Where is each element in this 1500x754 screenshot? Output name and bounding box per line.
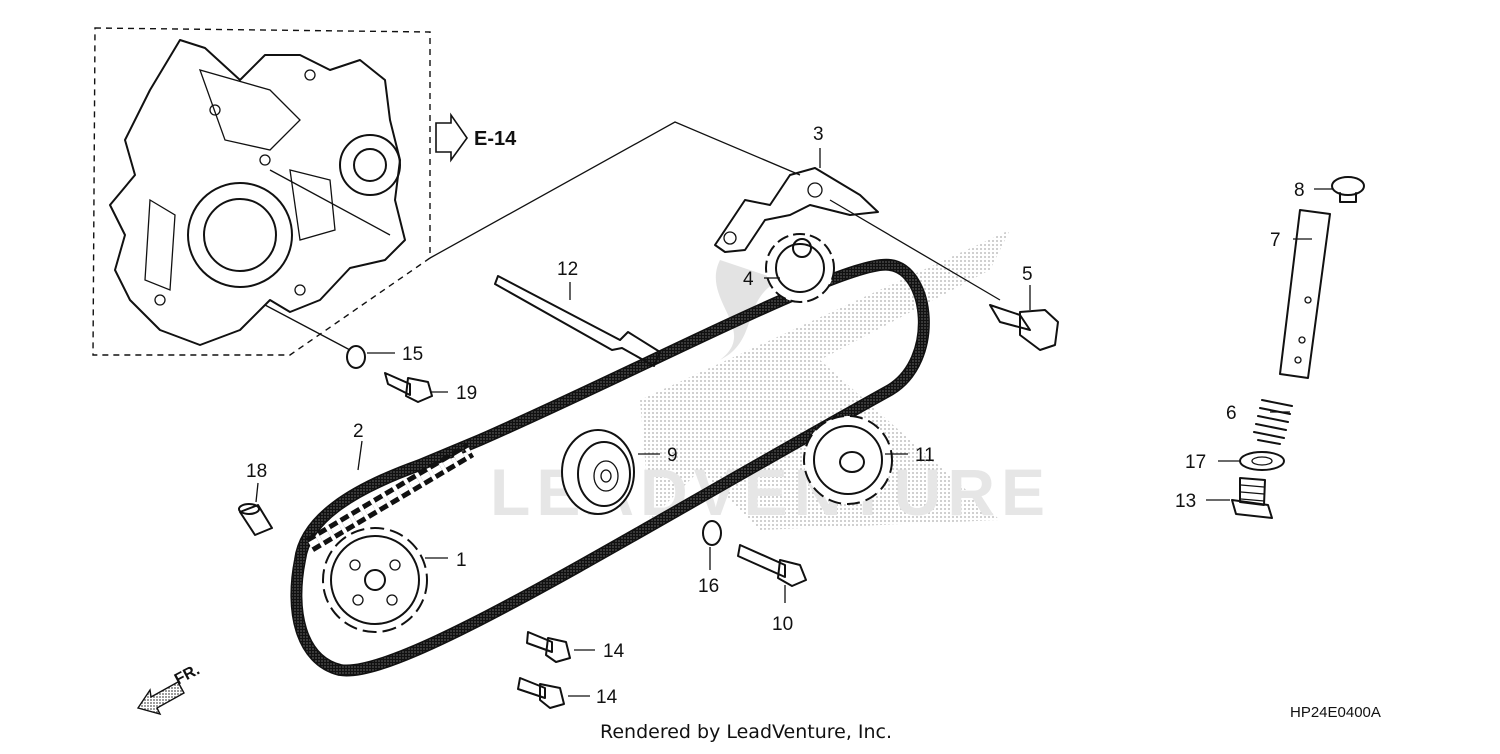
bolt-19: [384, 372, 433, 403]
callout-8[interactable]: 8: [1294, 180, 1305, 201]
bolt-10: [737, 544, 807, 587]
washer-16: [702, 520, 722, 546]
pin-cap: [1331, 176, 1365, 203]
callout-19[interactable]: 19: [456, 383, 477, 404]
sealing-plug: [1231, 477, 1273, 519]
callout-1[interactable]: 1: [456, 550, 467, 571]
callout-9[interactable]: 9: [667, 445, 678, 466]
callout-6[interactable]: 6: [1226, 403, 1237, 424]
callout-12[interactable]: 12: [557, 259, 578, 280]
flange-bolt: [989, 304, 1059, 351]
callout-17[interactable]: 17: [1185, 452, 1206, 473]
front-direction-marker: FR.: [136, 661, 203, 716]
callout-5[interactable]: 5: [1022, 264, 1033, 285]
callout-3[interactable]: 3: [813, 124, 824, 145]
bolt-14a: [526, 631, 571, 663]
bolt-14b: [517, 677, 565, 709]
callout-10[interactable]: 10: [772, 614, 793, 635]
sealing-washer: [1239, 451, 1285, 471]
callout-18[interactable]: 18: [246, 461, 267, 482]
tensioner-shaft: [494, 275, 661, 367]
drive-chain: [290, 258, 930, 677]
callout-14b[interactable]: 14: [596, 687, 618, 708]
reference-arrow-e14[interactable]: E-14: [435, 112, 517, 163]
collar: [238, 503, 273, 536]
tensioner-bracket: [714, 167, 879, 253]
reference-label: E-14: [474, 128, 517, 150]
tensioner-pin: [1279, 209, 1331, 379]
idler-sprocket: [803, 415, 893, 505]
callout-15[interactable]: 15: [402, 344, 423, 365]
callout-11[interactable]: 11: [915, 445, 935, 466]
tensioner-spring: [1253, 399, 1293, 445]
callout-13[interactable]: 13: [1175, 491, 1196, 512]
callout-7[interactable]: 7: [1270, 230, 1281, 251]
callout-4[interactable]: 4: [743, 269, 754, 290]
diagram-code: HP24E0400A: [1290, 704, 1381, 721]
crankcase-assembly: [92, 27, 431, 356]
chain-roller: [561, 429, 635, 515]
callout-16[interactable]: 16: [698, 576, 719, 597]
credit-line: Rendered by LeadVenture, Inc.: [600, 721, 892, 743]
callout-2[interactable]: 2: [353, 421, 364, 442]
drive-sprocket: [322, 527, 428, 633]
washer-15: [346, 345, 366, 369]
tensioner-sprocket: [765, 233, 835, 303]
callout-14a[interactable]: 14: [603, 641, 625, 662]
